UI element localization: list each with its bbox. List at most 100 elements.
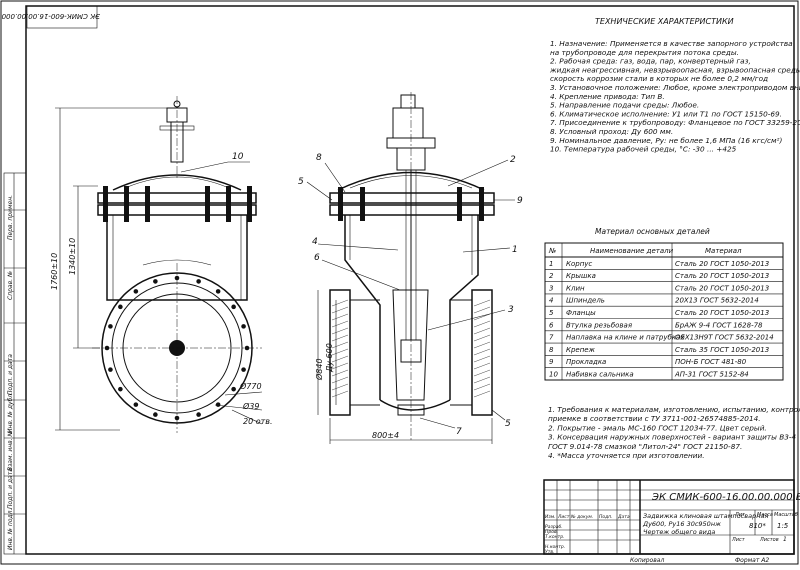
tech-title: ТЕХНИЧЕСКИЕ ХАРАКТЕРИСТИКИ [595, 17, 734, 26]
mat-cell-material: Сталь 20 ГОСТ 1050-2013 [675, 284, 769, 292]
callout-3: 3 [508, 305, 514, 315]
hatch-line [331, 348, 349, 356]
dim-dia-770: Ø770 [239, 381, 262, 391]
dim-holes: 20 отв. [243, 417, 273, 426]
bolt-hole [244, 345, 250, 351]
mat-cell-name: Корпус [566, 260, 592, 268]
hatch-line [473, 390, 491, 398]
materials-caption: Материал основных деталей [595, 227, 710, 236]
mat-cell-material: ПОН-Б ГОСТ 481-80 [675, 358, 747, 366]
tech-line: 7. Присоединение к трубопроводу: Фланцев… [550, 118, 800, 127]
mat-cell-material: 20Х13 ГОСТ 5632-2014 [675, 297, 759, 305]
front-view: 1760±10 1340±10 Ø770 Ø39 20 отв. 10 [50, 96, 273, 433]
format-label: Формат А2 [735, 557, 769, 564]
mat-cell-name: Фланцы [566, 309, 596, 317]
mat-cell-no: 7 [549, 334, 554, 342]
title-lit-label: Лит. [734, 512, 747, 518]
hatch-line [473, 320, 491, 328]
mat-header-material: Материал [705, 247, 742, 255]
mat-cell-no: 10 [549, 371, 558, 379]
mat-cell-no: 8 [549, 346, 554, 354]
mat-cell-name: Прокладка [566, 358, 606, 366]
callout-4: 4 [312, 237, 318, 247]
hatch-line [331, 327, 349, 335]
tech-line: жидкая неагрессивная, невзрывоопасная, в… [549, 65, 800, 74]
callout-2: 2 [510, 155, 516, 165]
mat-cell-no: 9 [549, 358, 554, 366]
hatch-line [473, 362, 491, 370]
title-designation: ЭК СМИК-600-16.00.00.000 ВО [651, 492, 800, 503]
tech-line: 8. Условный проход: Ду 600 мм. [550, 127, 673, 136]
bolt-hole [133, 402, 139, 407]
dim-dn-600: Ду 600 [325, 343, 334, 373]
callout-5-top: 5 [298, 177, 304, 187]
hatch-line [331, 341, 349, 349]
bolt-hole [174, 415, 180, 421]
bolt-hole [118, 386, 123, 392]
hatch-line [473, 355, 491, 363]
tech-line: на трубопроводе для перекрытия потока ср… [550, 48, 739, 57]
bolt-hole [215, 289, 221, 294]
hatch-line [473, 383, 491, 391]
strip-label-6: Подп. и дата [7, 468, 14, 509]
mat-cell-material: Сталь 20 ГОСТ 1050-2013 [675, 272, 769, 280]
title-sheet-label: Лист [731, 537, 746, 543]
hatch-line [331, 313, 349, 321]
hatch-line [331, 334, 349, 342]
callout-1: 1 [512, 245, 518, 255]
mat-cell-material: ОбХ13Н9Т ГОСТ 5632-2014 [675, 334, 774, 342]
tech-line: 2. Рабочая среда: газ, вода, пар, конвер… [550, 57, 751, 66]
dim-dia-39: Ø39 [242, 401, 259, 411]
hatch-line [473, 306, 491, 314]
tech-line: скорость коррозии стали в которых не бол… [550, 74, 768, 83]
bolt-hole [231, 304, 236, 310]
note-line: 1. Требования к материалам, изготовлению… [548, 405, 800, 414]
flange-bolt-holes [104, 275, 250, 421]
hatch-line [331, 362, 349, 370]
bolt-hole [215, 402, 221, 407]
strip-label-2: Справ. № [7, 271, 14, 300]
mat-cell-name: Втулка резьбовая [566, 321, 632, 329]
bolt-hole [133, 289, 139, 294]
strip-label-5: Взам. инв. № [7, 430, 14, 471]
bolt-hole [104, 345, 110, 351]
mat-cell-name: Крышка [566, 272, 596, 280]
bolt-hole [196, 279, 201, 284]
title-name-1: Задвижка клиновая штампосварная [643, 512, 768, 520]
bolt-hole [108, 324, 113, 329]
bolt-hole [231, 386, 236, 392]
tech-line: 1. Назначение: Применяется в качестве за… [550, 39, 793, 48]
dim-dia-840: Ø840 [314, 358, 324, 381]
tb-col-label: Лист [557, 514, 570, 520]
tech-line: 3. Установочное положение: Любое, кроме … [550, 83, 800, 92]
title-scale-value: 1:5 [777, 522, 789, 530]
dim-length-800: 800±4 [372, 431, 399, 440]
mat-cell-no: 2 [549, 272, 554, 280]
tb-col-label: Подп. [599, 514, 613, 520]
tech-line: 4. Крепление привода: Тип В. [550, 92, 665, 101]
strip-label-4: Инв. № дубл. [7, 392, 14, 433]
tb-row-label: Разраб. [545, 524, 563, 530]
hatch-line [473, 376, 491, 384]
hatch-line [473, 369, 491, 377]
mat-cell-name: Наплавка на клине и патрубках [566, 334, 685, 342]
bolt-hole [241, 324, 246, 329]
callout-7: 7 [456, 427, 462, 437]
mat-header-name: Наименование детали [590, 247, 674, 255]
tb-col-label: Дата [617, 514, 630, 520]
mat-cell-material: Сталь 35 ГОСТ 1050-2013 [675, 346, 769, 354]
callout-8: 8 [316, 153, 322, 163]
note-line: приемке в соответствии с ТУ 3711-001-265… [548, 414, 761, 423]
strip-label-7: Инв. № подл. [7, 509, 14, 550]
mat-cell-no: 3 [549, 284, 553, 292]
notes: 1. Требования к материалам, изготовлению… [548, 405, 800, 460]
mat-cell-name: Крепеж [566, 346, 596, 354]
tb-row-label: Утв. [545, 549, 554, 555]
tb-row-label: Пров. [545, 529, 558, 535]
tech-line: 5. Направление подачи среды: Любое. [550, 101, 699, 110]
section-hatching [331, 299, 491, 398]
hatch-line [331, 376, 349, 384]
